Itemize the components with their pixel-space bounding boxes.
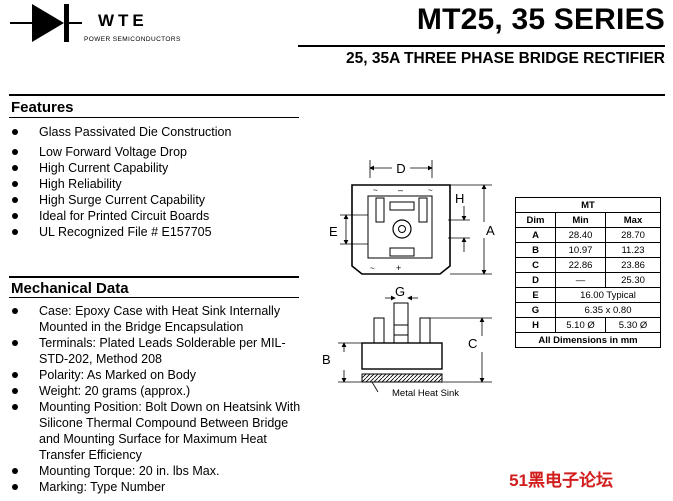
typical-cell: 6.35 x 0.80 — [555, 302, 661, 318]
max-cell: 23.86 — [605, 257, 661, 273]
dim-cell: A — [515, 227, 556, 243]
mechanical-list: Case: Epoxy Case with Heat Sink Internal… — [12, 303, 312, 495]
dim-label-h: H — [455, 191, 464, 206]
dim-label-b: B — [322, 352, 331, 367]
dim-cell: E — [515, 287, 556, 303]
terminal-mark-plus: + — [396, 263, 401, 273]
dim-label-g: G — [395, 284, 405, 299]
package-outline-diagram: D ~ – ~ ~ + H A E G B C Metal Heat Sink — [322, 160, 495, 399]
max-cell: 28.70 — [605, 227, 661, 243]
dim-cell: H — [515, 317, 556, 333]
table-row: B 10.97 11.23 — [515, 242, 661, 258]
table-group-header: MT — [515, 197, 661, 213]
dimensions-table: MT Dim Min Max A 28.40 28.70 B 10.97 11.… — [515, 197, 661, 348]
mechanical-item: Mounting Position: Bolt Down on Heatsink… — [12, 399, 312, 463]
table-row: E 16.00 Typical — [515, 287, 661, 303]
feature-item: High Current Capability — [12, 160, 231, 176]
column-header: Dim — [515, 212, 556, 228]
mechanical-item: Case: Epoxy Case with Heat Sink Internal… — [12, 303, 312, 335]
mechanical-item: Marking: Type Number — [12, 479, 312, 495]
page-subtitle: 25, 35A THREE PHASE BRIDGE RECTIFIER — [346, 50, 665, 67]
column-header: Min — [555, 212, 606, 228]
mechanical-heading: Mechanical Data — [11, 280, 129, 297]
terminal-mark-ac: ~ — [428, 186, 433, 195]
dim-label-e: E — [329, 224, 338, 239]
typical-cell: 16.00 Typical — [555, 287, 661, 303]
terminal-mark-minus: – — [398, 185, 403, 195]
features-heading: Features — [11, 99, 74, 116]
feature-item: High Reliability — [12, 176, 231, 192]
feature-item: Ideal for Printed Circuit Boards — [12, 208, 231, 224]
dim-label-a: A — [486, 223, 495, 238]
min-cell: 5.10 Ø — [555, 317, 606, 333]
table-row: D — 25.30 — [515, 272, 661, 288]
max-cell: 25.30 — [605, 272, 661, 288]
watermark: 51黑电子论坛 — [509, 471, 613, 490]
table-footer: All Dimensions in mm — [515, 332, 661, 348]
page-title: MT25, 35 SERIES — [416, 3, 665, 36]
table-row: A 28.40 28.70 — [515, 227, 661, 243]
wte-logo-icon — [10, 4, 82, 42]
logo-text: WTE — [98, 11, 148, 30]
dim-cell: G — [515, 302, 556, 318]
dim-cell: D — [515, 272, 556, 288]
mechanical-item: Weight: 20 grams (approx.) — [12, 383, 312, 399]
mechanical-item: Polarity: As Marked on Body — [12, 367, 312, 383]
dim-cell: C — [515, 257, 556, 273]
column-header: Max — [605, 212, 661, 228]
table-row: C 22.86 23.86 — [515, 257, 661, 273]
terminal-mark-ac: ~ — [370, 264, 375, 273]
features-underline — [9, 117, 299, 118]
dim-cell: B — [515, 242, 556, 258]
mechanical-underline — [9, 297, 299, 298]
table-row: G 6.35 x 0.80 — [515, 302, 661, 318]
mechanical-item: Mounting Torque: 20 in. lbs Max. — [12, 463, 312, 479]
min-cell: 28.40 — [555, 227, 606, 243]
heat-sink-label: Metal Heat Sink — [392, 388, 459, 399]
terminal-mark-ac: ~ — [373, 186, 378, 195]
min-cell: 22.86 — [555, 257, 606, 273]
feature-item: Low Forward Voltage Drop — [12, 144, 231, 160]
max-cell: 5.30 Ø — [605, 317, 661, 333]
min-cell: — — [555, 272, 606, 288]
logo-subtext: POWER SEMICONDUCTORS — [84, 36, 181, 43]
mechanical-divider — [9, 276, 299, 278]
dim-label-c: C — [468, 336, 477, 351]
feature-item: UL Recognized File # E157705 — [12, 224, 231, 240]
title-divider — [298, 45, 665, 47]
feature-item: High Surge Current Capability — [12, 192, 231, 208]
features-divider — [9, 94, 665, 96]
features-list: Glass Passivated Die Construction Low Fo… — [12, 124, 231, 240]
feature-item: Glass Passivated Die Construction — [12, 124, 231, 140]
table-row: H 5.10 Ø 5.30 Ø — [515, 317, 661, 333]
mechanical-item: Terminals: Plated Leads Solderable per M… — [12, 335, 312, 367]
min-cell: 10.97 — [555, 242, 606, 258]
dim-label-d: D — [396, 161, 405, 176]
max-cell: 11.23 — [605, 242, 661, 258]
